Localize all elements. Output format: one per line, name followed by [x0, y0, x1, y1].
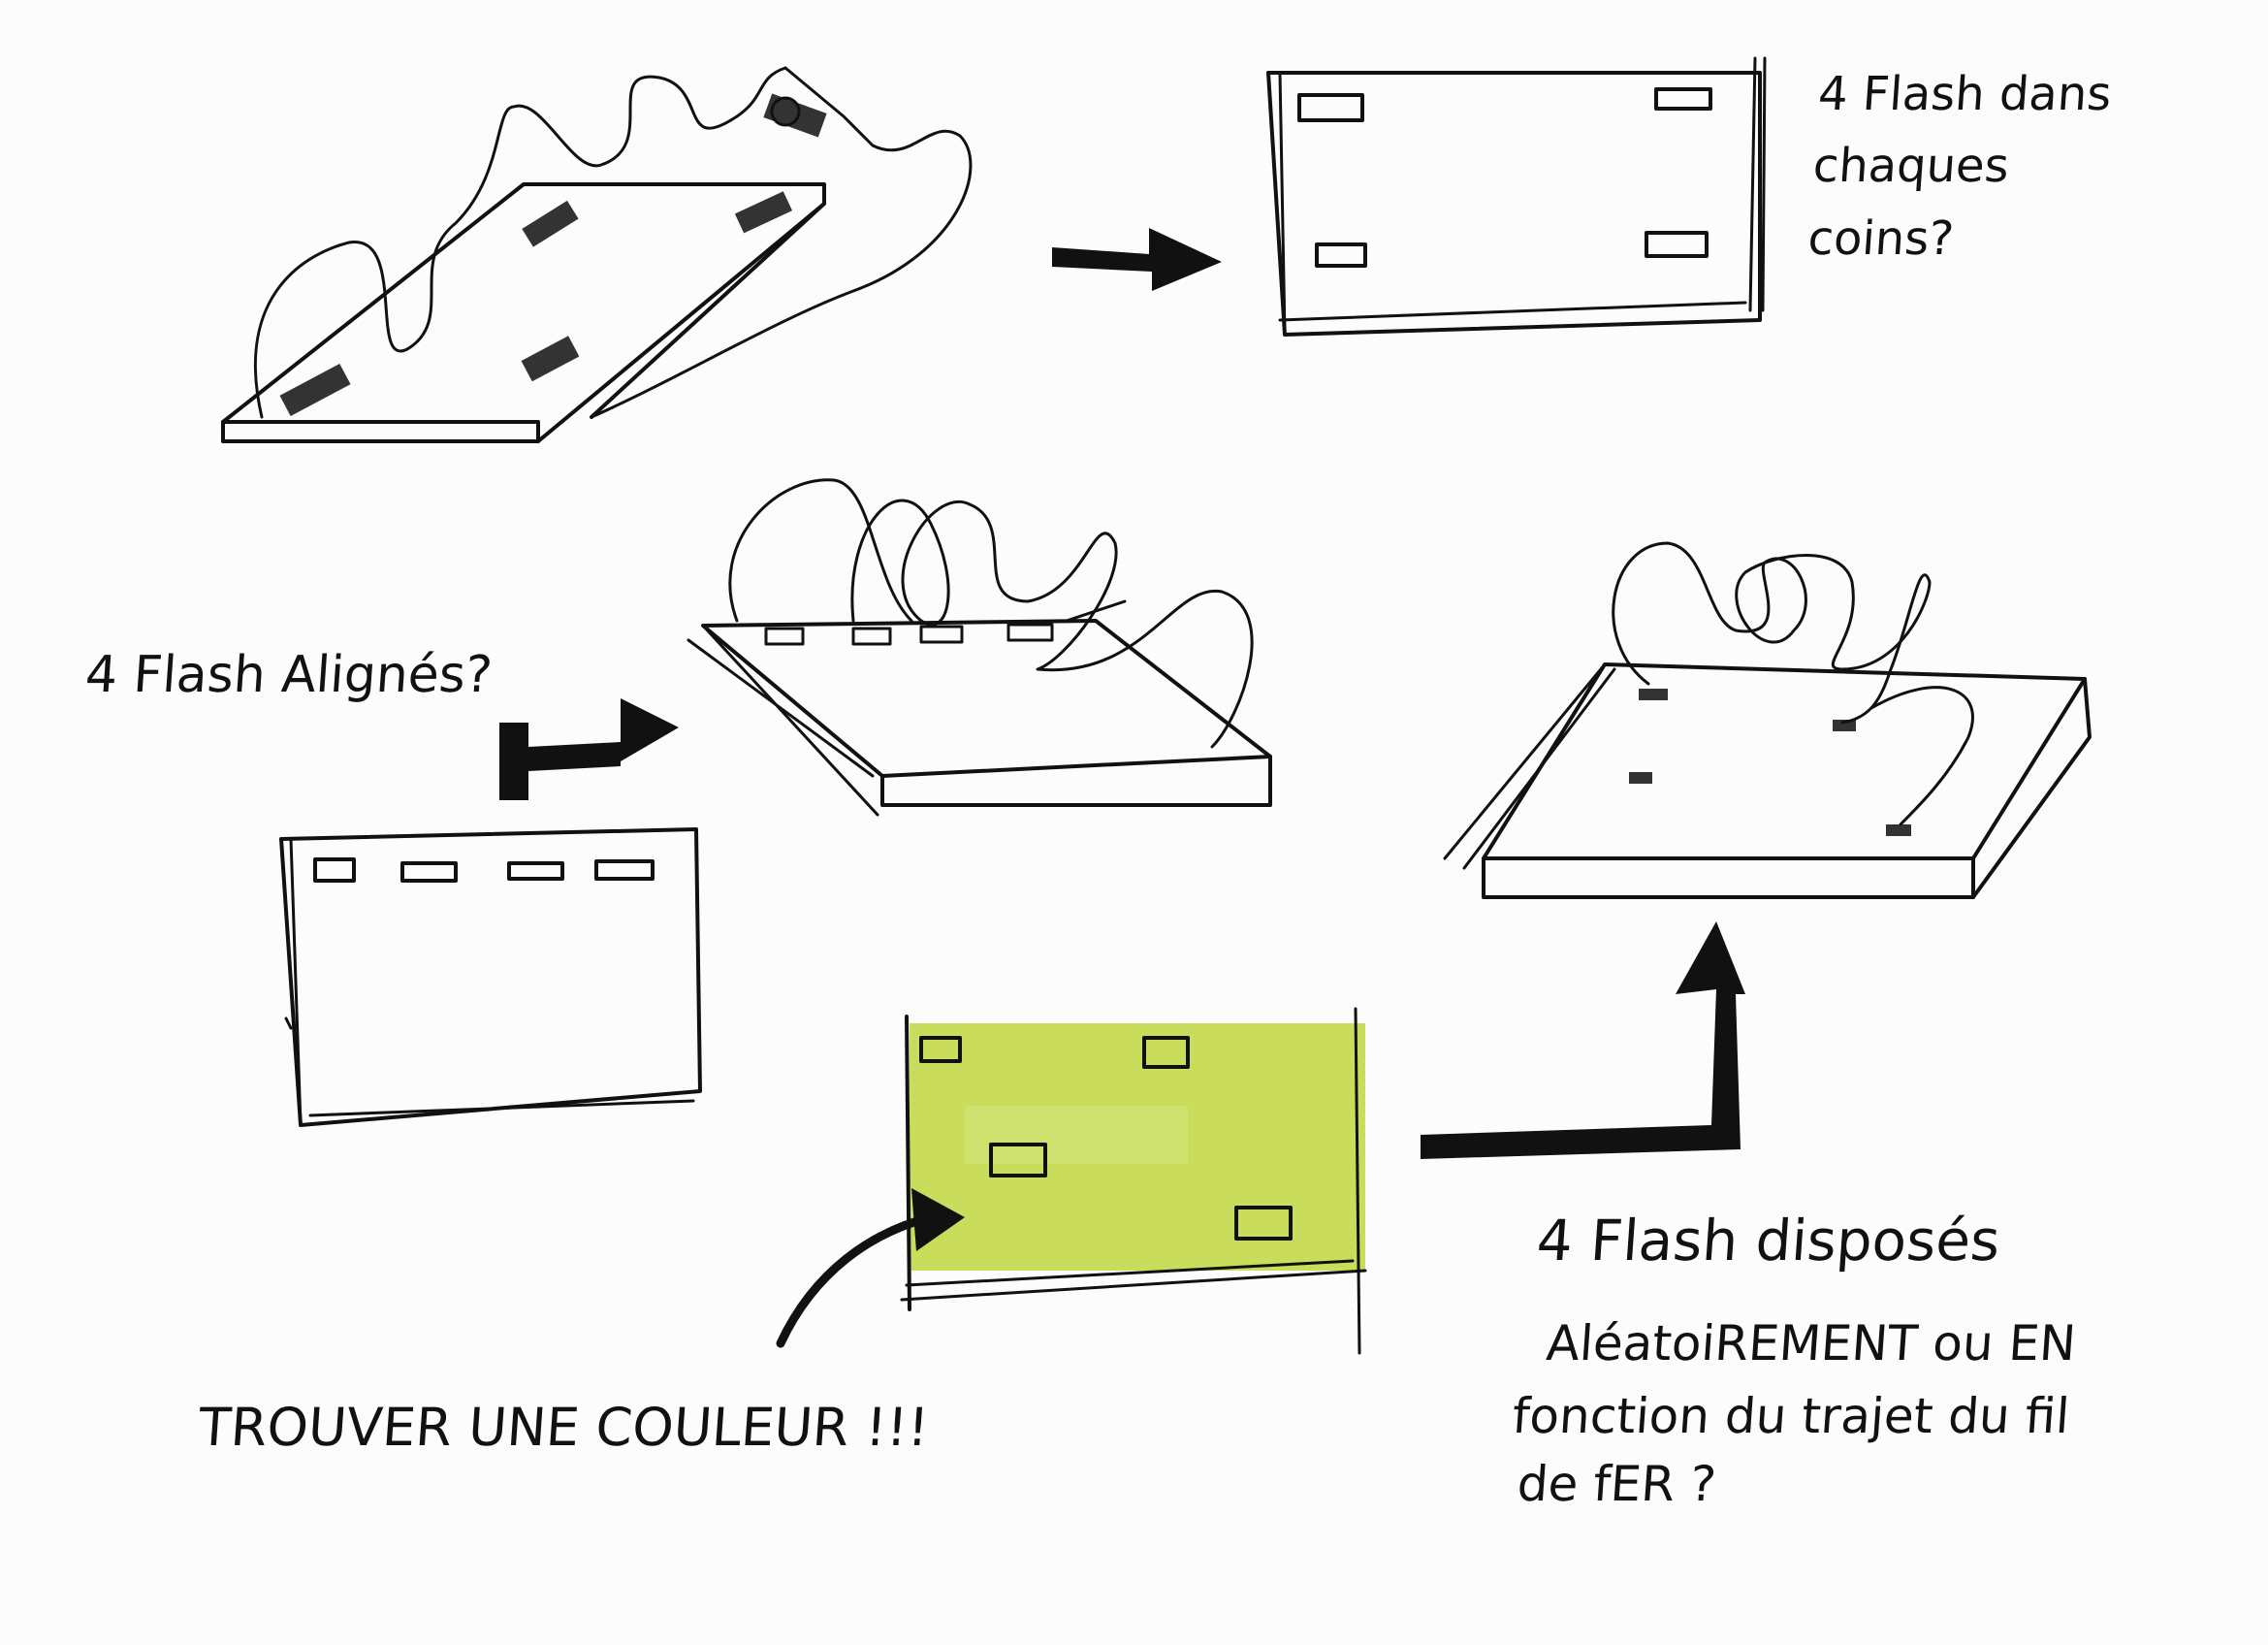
arrow-right-icon — [1052, 228, 1222, 291]
note-random-line2: AléatoiREMENT ou EN — [1544, 1315, 2078, 1371]
note-color: TROUVER UNE COULEUR !!! — [196, 1397, 931, 1458]
arrow-right-icon — [499, 698, 679, 800]
board-random-flashes — [1443, 541, 2092, 899]
curved-arrow-icon — [776, 1188, 965, 1348]
note-corners: 4 Flash dans chaques coins? — [1805, 67, 2114, 266]
panel-color-swatch — [900, 1007, 1367, 1355]
note-random-line4: de fER ? — [1515, 1456, 1718, 1512]
note-random-title: 4 Flash disposés — [1534, 1208, 2002, 1274]
flash-icon — [279, 191, 793, 417]
flash-icon — [764, 623, 1054, 646]
board-corner-flashes — [221, 66, 973, 443]
note-random-line3: fonction du trajet du fil — [1510, 1388, 2072, 1444]
board-aligned-flashes — [687, 478, 1272, 817]
note-aligned: 4 Flash Alignés? — [82, 646, 495, 704]
panel-corner-flashes — [1266, 56, 1767, 337]
flash-icon — [1629, 689, 1911, 836]
arrow-up-icon — [1421, 921, 1745, 1159]
panel-aligned-flashes — [279, 827, 702, 1127]
